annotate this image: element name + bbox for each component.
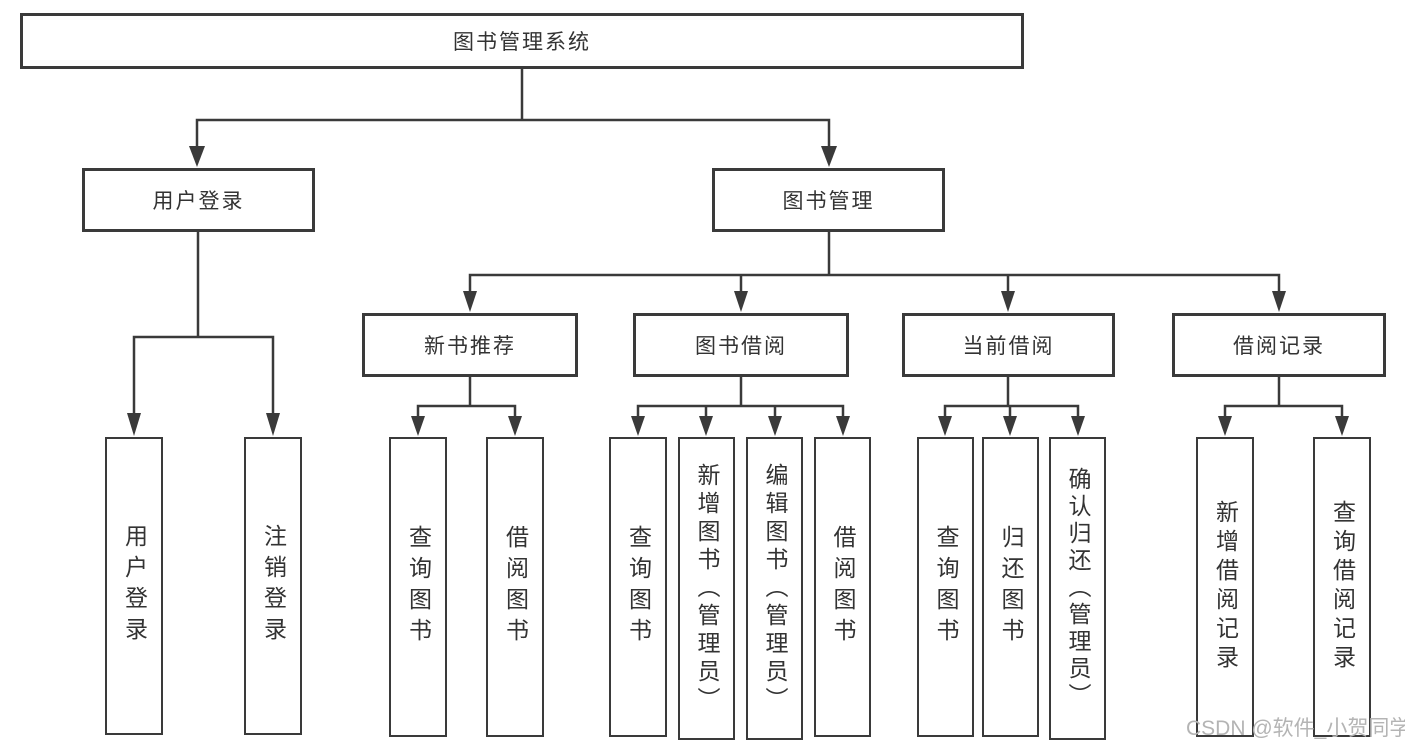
node-borrow-records: 借阅记录	[1172, 313, 1386, 377]
node-label: 当前借阅	[962, 335, 1055, 358]
leaf-query-books-borrow: 查询图书	[609, 437, 667, 737]
leaf-borrow-books-borrow: 借阅图书	[814, 437, 871, 737]
leaf-query-books-recommend: 查询图书	[389, 437, 447, 737]
node-user-login: 用户登录	[82, 168, 315, 232]
leaf-label: 新增图书（管理员）	[694, 462, 720, 715]
leaf-label: 查询图书	[625, 525, 652, 649]
leaf-query-borrow-record: 查询借阅记录	[1313, 437, 1371, 737]
leaf-query-books-current: 查询图书	[917, 437, 974, 737]
leaf-label: 注销登录	[260, 524, 287, 648]
node-current-borrow: 当前借阅	[902, 313, 1115, 377]
leaf-label: 借阅图书	[502, 525, 529, 649]
leaf-add-book-admin: 新增图书（管理员）	[678, 437, 735, 740]
node-label: 图书借阅	[695, 335, 787, 358]
leaf-return-books: 归还图书	[982, 437, 1039, 737]
node-label: 借阅记录	[1233, 335, 1325, 358]
leaf-label: 查询图书	[405, 525, 432, 649]
leaf-label: 确认归还（管理员）	[1065, 467, 1091, 710]
leaf-logout: 注销登录	[244, 437, 302, 735]
node-label: 图书管理系统	[453, 31, 591, 54]
leaf-label: 查询图书	[933, 525, 959, 649]
node-book-management: 图书管理	[712, 168, 945, 232]
leaf-add-borrow-record: 新增借阅记录	[1196, 437, 1254, 737]
node-label: 用户登录	[152, 190, 245, 213]
leaf-user-login: 用户登录	[105, 437, 163, 735]
leaf-confirm-return-admin: 确认归还（管理员）	[1049, 437, 1106, 740]
leaf-label: 新增借阅记录	[1212, 500, 1239, 674]
leaf-label: 编辑图书（管理员）	[762, 462, 788, 715]
leaf-edit-book-admin: 编辑图书（管理员）	[746, 437, 803, 740]
leaf-borrow-books-recommend: 借阅图书	[486, 437, 544, 737]
leaf-label: 查询借阅记录	[1329, 500, 1356, 674]
leaf-label: 归还图书	[998, 525, 1024, 649]
node-book-borrow: 图书借阅	[633, 313, 849, 377]
node-new-book-recommend: 新书推荐	[362, 313, 578, 377]
leaf-label: 借阅图书	[830, 525, 856, 649]
node-label: 新书推荐	[424, 335, 516, 358]
node-library-management-system: 图书管理系统	[20, 13, 1024, 69]
csdn-watermark: CSDN @软件_小贺同学	[1186, 717, 1405, 740]
node-label: 图书管理	[782, 190, 875, 213]
leaf-label: 用户登录	[121, 524, 148, 648]
